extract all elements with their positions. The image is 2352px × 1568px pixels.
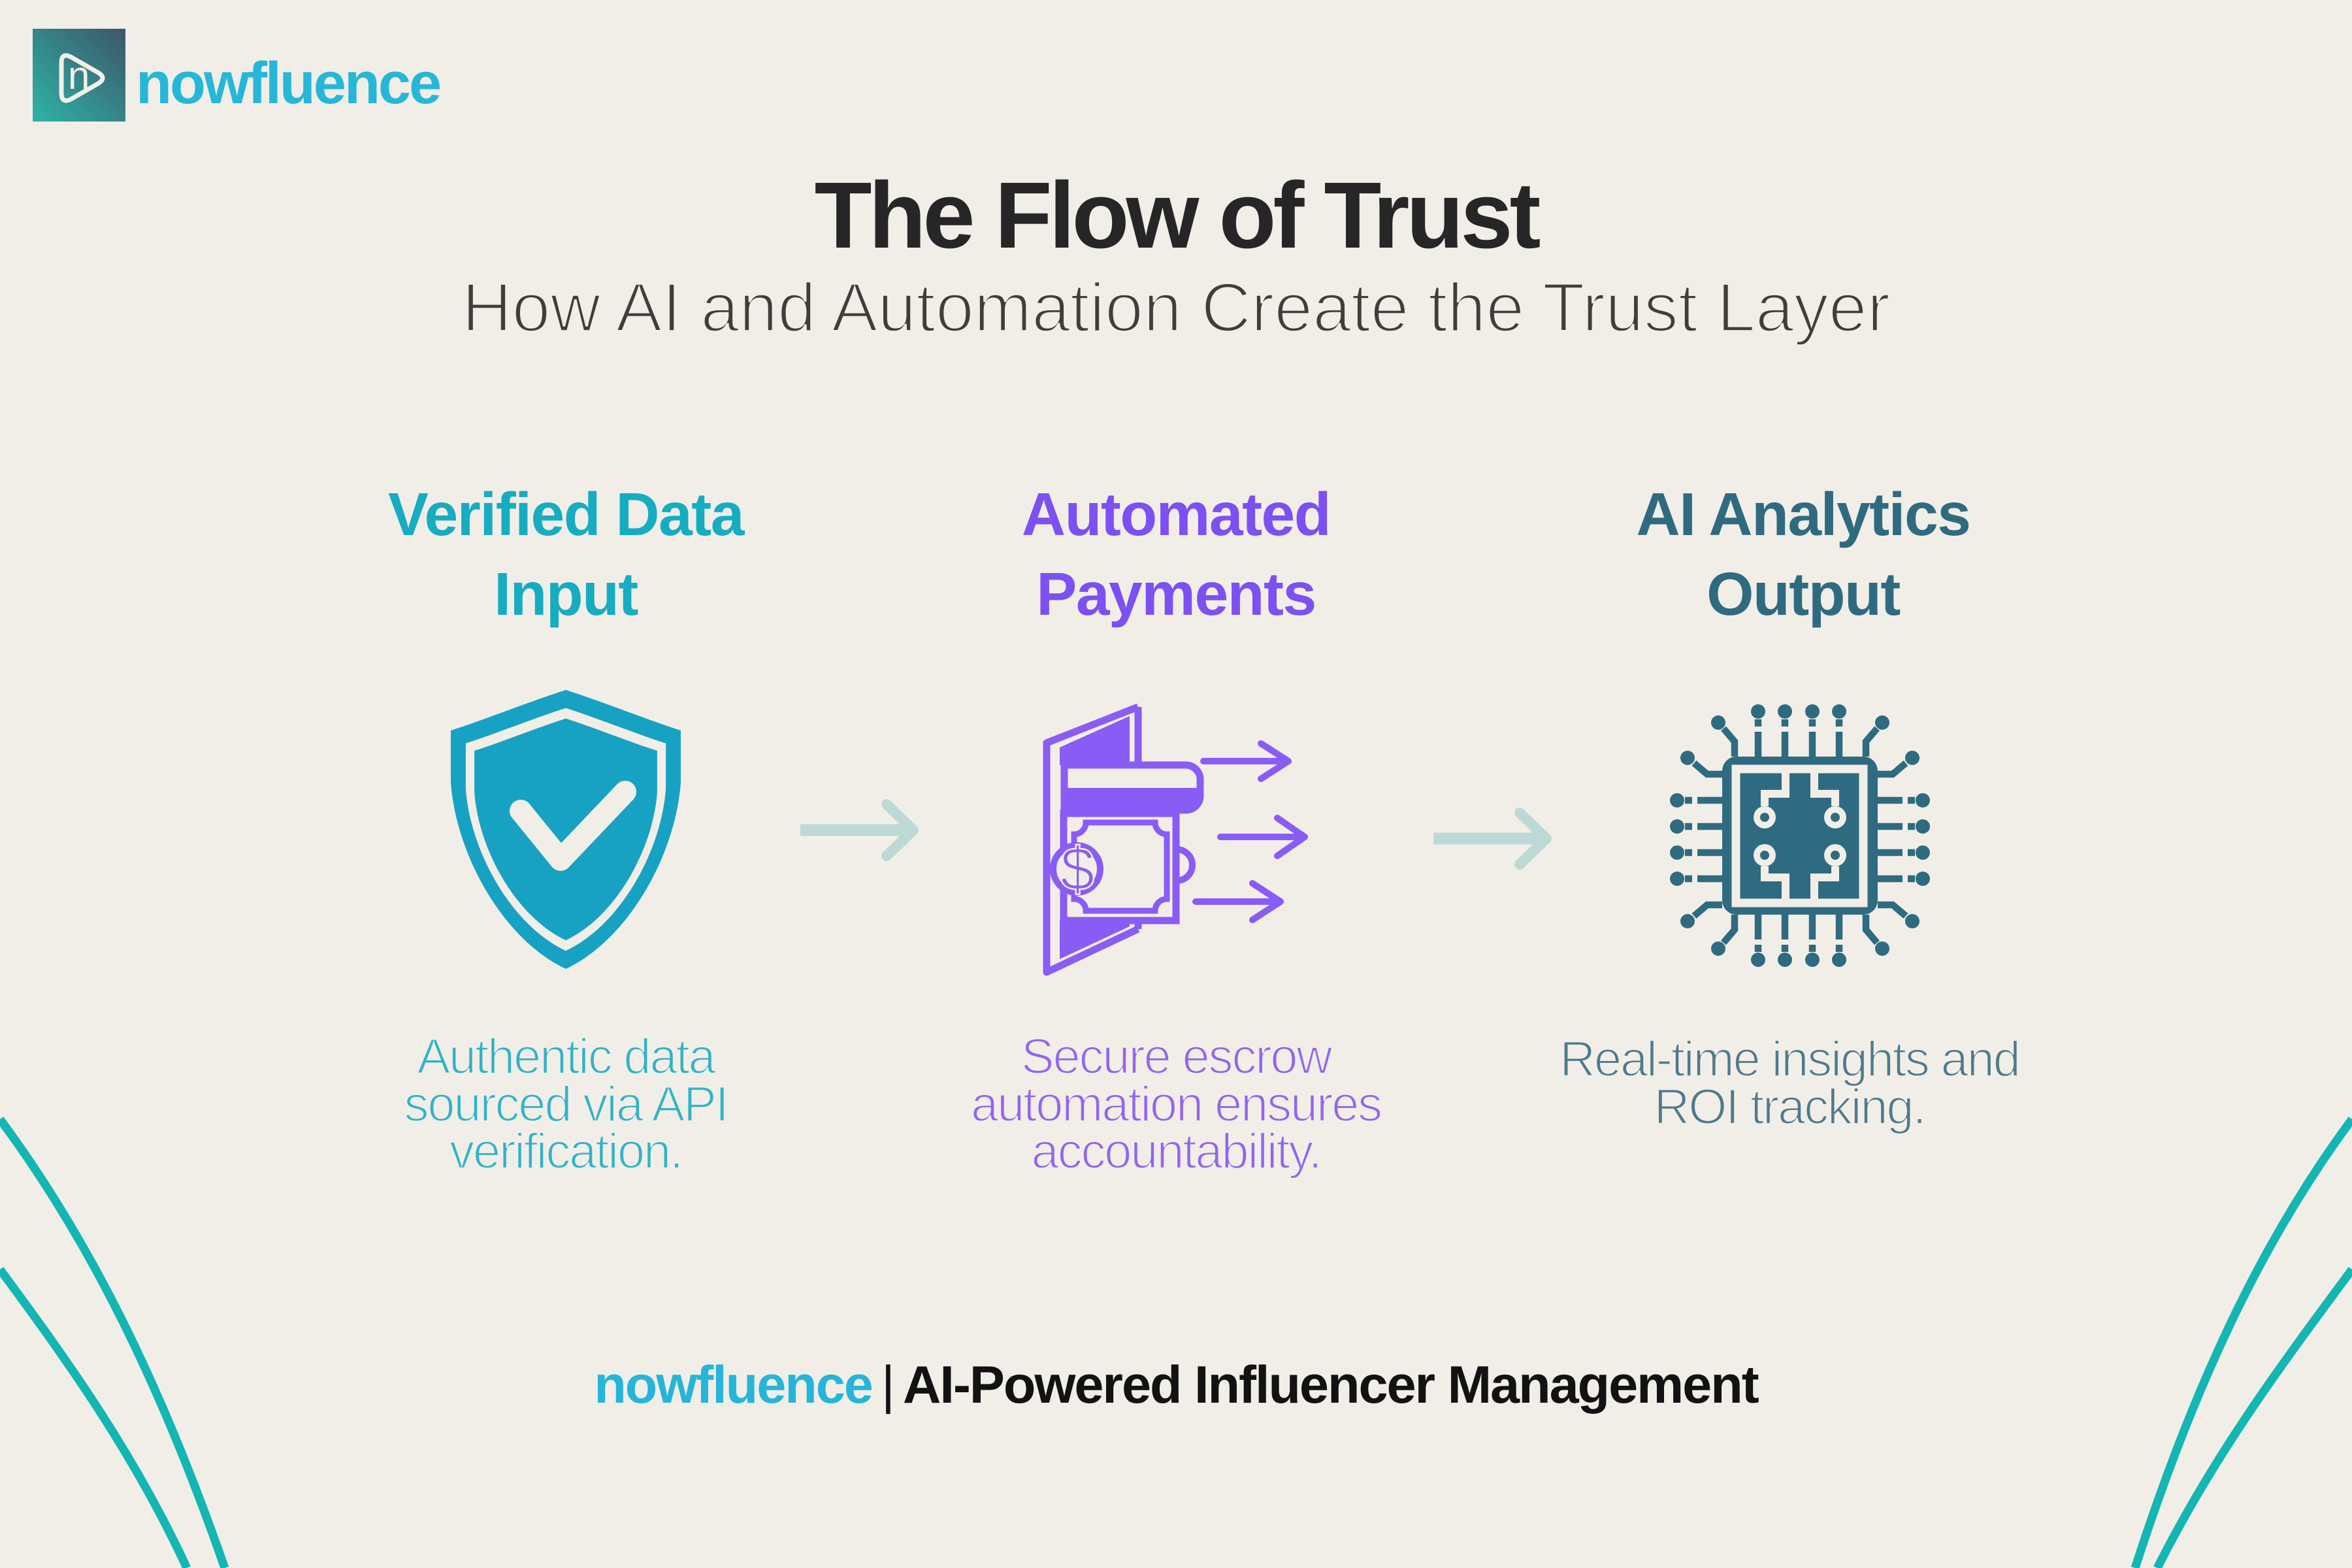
svg-text:$: $ [1060, 834, 1094, 903]
svg-text:n: n [68, 54, 90, 97]
